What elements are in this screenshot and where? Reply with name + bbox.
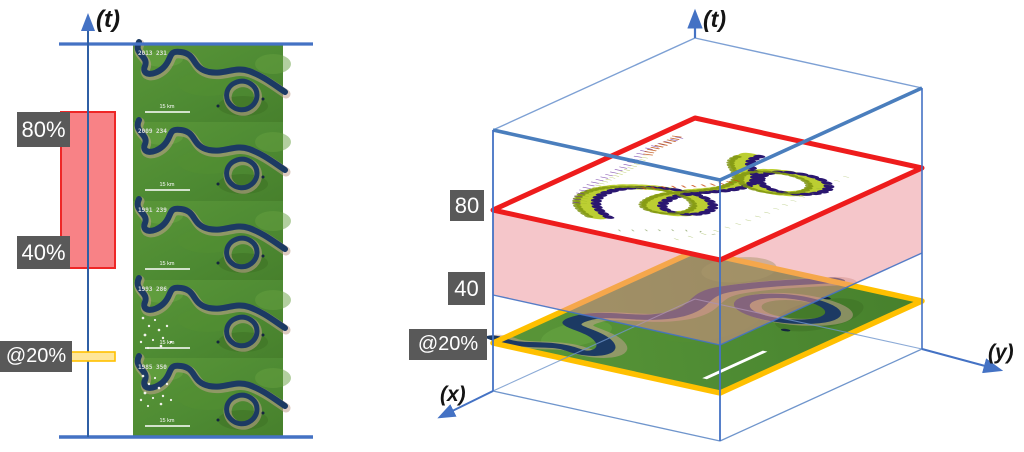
- x-axis-label: (x): [440, 383, 466, 406]
- right-t-axis-label: (t): [703, 6, 726, 32]
- level-40-front-right-edge: [719, 252, 923, 346]
- satellite-frame-1991: 1991 239 15 km: [133, 199, 291, 280]
- y-axis-label: (y): [988, 341, 1014, 364]
- satellite-frame-2013: 2013 231 15 km: [133, 42, 291, 123]
- y-axis: [921, 347, 1004, 374]
- scalebar-label: 15 km: [160, 104, 175, 110]
- right-label-80: 80: [450, 190, 484, 221]
- left-t-axis-label: (t): [96, 6, 120, 33]
- satellite-frame-1985: 1985 350 15 km: [133, 356, 291, 437]
- frame-date-label: 1991 239: [138, 207, 167, 214]
- x-axis: [437, 390, 494, 419]
- slab-80-40-front-right-face: [720, 168, 922, 345]
- frame-date-label: 2009 234: [138, 128, 167, 135]
- left-panel: 2013 231 15 km 2009 234 15 km 1991 239 1…: [59, 13, 313, 437]
- scalebar-label: 15 km: [160, 340, 175, 346]
- level-40-front-left-edge: [492, 294, 721, 346]
- left-label-40: 40%: [17, 236, 70, 269]
- slab-80-40-front-left-face: [493, 210, 720, 345]
- change-pattern-scatter: [518, 134, 861, 249]
- scalebar-label: 15 km: [160, 418, 175, 424]
- right-panel: [437, 8, 1004, 442]
- cube-top-front-left-edge: [492, 128, 721, 182]
- frame-date-label: 1993 286: [138, 286, 167, 293]
- right-label-20: @20%: [409, 329, 487, 360]
- left-label-20: @20%: [0, 341, 72, 372]
- cube-bottom-front-left-edge: [492, 390, 721, 442]
- satellite-frame-2009: 2009 234 15 km: [133, 120, 291, 201]
- scalebar-label: 15 km: [160, 182, 175, 188]
- scalebar-label: 15 km: [160, 261, 175, 267]
- left-label-80: 80%: [17, 112, 70, 147]
- frame-date-label: 2013 231: [138, 50, 167, 57]
- slice-20-bar: [66, 351, 116, 362]
- satellite-frame-1993: 1993 286 15 km: [133, 278, 291, 359]
- cube-top-front-right-edge: [719, 86, 923, 182]
- cube-top-back-left-edge: [492, 37, 696, 131]
- cube-bottom-front-right-edge: [719, 348, 923, 442]
- frame-date-label: 1985 350: [138, 364, 167, 371]
- cube-top-back-right-edge: [694, 37, 923, 89]
- right-label-40: 40: [448, 272, 485, 305]
